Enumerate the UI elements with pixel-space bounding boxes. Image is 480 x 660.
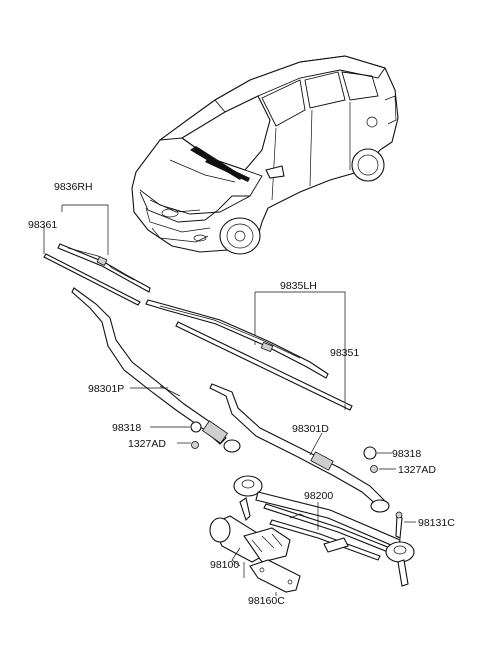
label-blade-assembly-rh: 9836RH bbox=[54, 181, 93, 193]
label-cap-right: 98318 bbox=[392, 448, 421, 460]
wiper-motor bbox=[209, 515, 291, 567]
arm-passenger bbox=[71, 287, 241, 453]
label-nut-right: 1327AD bbox=[398, 464, 436, 476]
blade-rh-group bbox=[43, 204, 151, 306]
caps-and-nuts bbox=[190, 421, 403, 539]
label-bolt: 98131C bbox=[418, 517, 455, 529]
label-blade-refill-lh: 98351 bbox=[330, 347, 359, 359]
label-arm-passenger: 98301P bbox=[88, 383, 124, 395]
leader-lines bbox=[130, 387, 416, 596]
label-arm-driver: 98301D bbox=[292, 423, 329, 435]
label-linkage: 98200 bbox=[304, 490, 333, 502]
label-motor: 98100 bbox=[210, 559, 239, 571]
linkage-assembly bbox=[233, 475, 415, 587]
label-blade-assembly-lh: 9835LH bbox=[280, 280, 317, 292]
vehicle-illustration bbox=[131, 55, 399, 255]
blade-lh-group bbox=[145, 291, 353, 411]
label-blade-refill-rh: 98361 bbox=[28, 219, 57, 231]
callout-labels: 9836RH 98361 9835LH 98351 98301P 98301D … bbox=[28, 181, 455, 607]
motor-bracket bbox=[249, 559, 301, 593]
label-bracket: 98160C bbox=[248, 595, 285, 607]
arm-driver bbox=[209, 383, 390, 513]
label-cap-left: 98318 bbox=[112, 422, 141, 434]
label-nut-left: 1327AD bbox=[128, 438, 166, 450]
